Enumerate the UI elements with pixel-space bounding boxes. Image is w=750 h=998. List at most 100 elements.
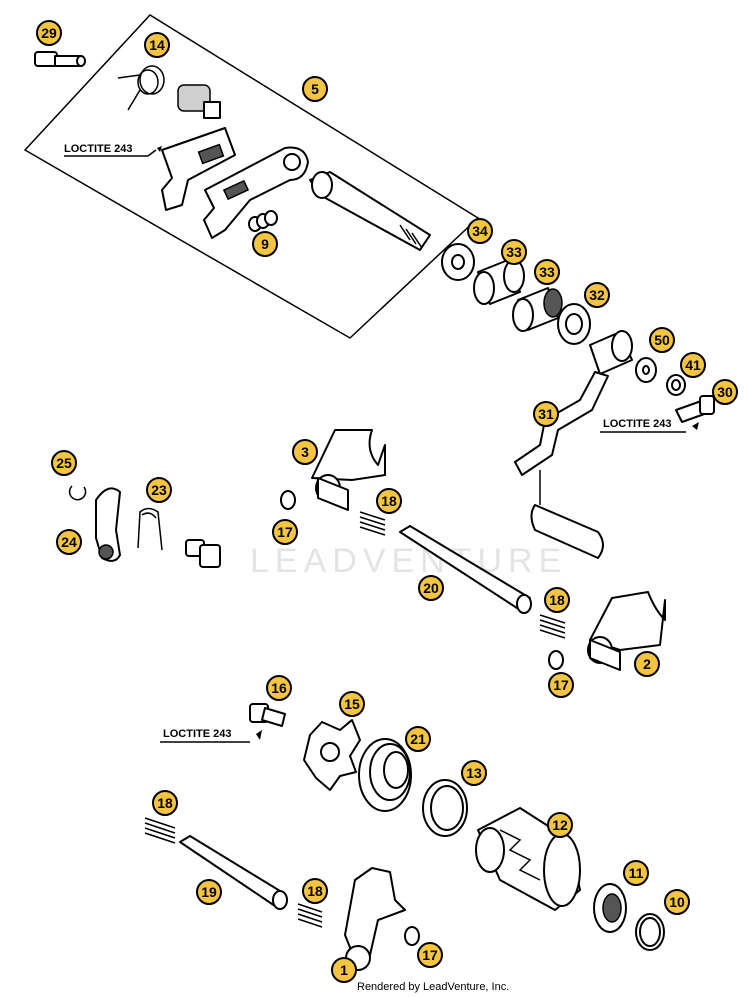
callout-9-label: 9 bbox=[261, 236, 269, 252]
callout-13: 13 bbox=[461, 760, 487, 786]
callout-18-lower-left-circle bbox=[152, 790, 178, 816]
callout-18-lower-right-label: 18 bbox=[307, 883, 323, 899]
roller-17-middle bbox=[548, 650, 564, 670]
fork-rod-19 bbox=[179, 835, 288, 910]
callout-23-label: 23 bbox=[151, 482, 167, 498]
shift-fork-2 bbox=[587, 591, 666, 671]
shift-shaft bbox=[309, 171, 431, 251]
callout-17-middle-circle bbox=[548, 672, 574, 698]
callout-18-middle-circle bbox=[544, 587, 570, 613]
callout-25-label: 25 bbox=[56, 455, 72, 471]
callout-12-circle bbox=[547, 812, 573, 838]
callout-25-circle bbox=[51, 450, 77, 476]
callout-24-circle bbox=[56, 529, 82, 555]
callout-24: 24 bbox=[56, 529, 82, 555]
callout-1-label: 1 bbox=[340, 962, 348, 978]
callout-29-circle bbox=[36, 20, 62, 46]
fork-rod-20 bbox=[399, 525, 532, 614]
spring-18-lower-right bbox=[297, 903, 323, 928]
callout-20-label: 20 bbox=[423, 580, 439, 596]
callout-2-circle bbox=[634, 651, 660, 677]
callout-11-circle bbox=[623, 860, 649, 886]
detent-bolt bbox=[185, 539, 221, 568]
callout-33-lower-label: 33 bbox=[539, 264, 555, 280]
roller-17-upper bbox=[280, 490, 296, 510]
callout-50-circle bbox=[649, 327, 675, 353]
callout-30: 30 bbox=[712, 379, 738, 405]
callout-13-label: 13 bbox=[466, 765, 482, 781]
callout-18-lower-left-label: 18 bbox=[157, 795, 173, 811]
callout-33-upper-label: 33 bbox=[506, 244, 522, 260]
callout-17-lower-label: 17 bbox=[422, 947, 438, 963]
callout-16: 16 bbox=[266, 675, 292, 701]
spring-23 bbox=[137, 507, 163, 551]
callout-18-lower-right-circle bbox=[302, 878, 328, 904]
washer-32-part bbox=[557, 303, 591, 345]
loctite-text-bottom: LOCTITE 243 bbox=[163, 728, 231, 740]
spring-18-upper bbox=[359, 511, 386, 536]
callout-9: 9 bbox=[252, 231, 278, 257]
callout-3-label: 3 bbox=[301, 444, 309, 460]
callout-12-label: 12 bbox=[552, 817, 568, 833]
bushing-33-part bbox=[473, 259, 525, 305]
callout-1: 1 bbox=[331, 957, 357, 983]
callout-41: 41 bbox=[680, 352, 706, 378]
callout-30-label: 30 bbox=[717, 384, 733, 400]
callout-2: 2 bbox=[634, 651, 660, 677]
callout-18-lower-left: 18 bbox=[152, 790, 178, 816]
bolt-29 bbox=[34, 51, 86, 67]
callout-29-label: 29 bbox=[41, 25, 57, 41]
callout-50: 50 bbox=[649, 327, 675, 353]
callout-41-label: 41 bbox=[685, 357, 701, 373]
callout-17-lower: 17 bbox=[417, 942, 443, 968]
callout-17-upper-label: 17 bbox=[277, 524, 293, 540]
callout-13-circle bbox=[461, 760, 487, 786]
callout-15: 15 bbox=[339, 691, 365, 717]
callout-20: 20 bbox=[418, 575, 444, 601]
callout-31: 31 bbox=[533, 401, 559, 427]
callout-10-label: 10 bbox=[669, 894, 685, 910]
washer-50-part bbox=[635, 357, 657, 383]
shift-lever bbox=[203, 146, 309, 239]
callout-23: 23 bbox=[146, 477, 172, 503]
callout-14-circle bbox=[144, 32, 170, 58]
bolt-16-part bbox=[249, 703, 286, 727]
callout-19-label: 19 bbox=[201, 884, 217, 900]
callout-17-upper-circle bbox=[272, 519, 298, 545]
callout-10-circle bbox=[664, 889, 690, 915]
kickstart-lever-31 bbox=[514, 330, 633, 559]
callout-34-label: 34 bbox=[472, 223, 488, 239]
callout-31-circle bbox=[533, 401, 559, 427]
callout-31-label: 31 bbox=[538, 406, 554, 422]
callout-11-label: 11 bbox=[629, 865, 644, 881]
shift-fork-1 bbox=[344, 867, 406, 971]
callout-21-label: 21 bbox=[410, 731, 426, 747]
callout-10: 10 bbox=[664, 889, 690, 915]
guide-bolt bbox=[177, 84, 221, 119]
callout-18-upper-circle bbox=[376, 488, 402, 514]
credit-line: Rendered by LeadVenture, Inc. bbox=[357, 981, 509, 993]
callout-18-middle: 18 bbox=[544, 587, 570, 613]
loctite-label-top: LOCTITE 243 bbox=[64, 143, 162, 157]
loctite-text-top: LOCTITE 243 bbox=[64, 143, 132, 155]
lever-24 bbox=[95, 487, 121, 562]
star-cam-15 bbox=[303, 719, 361, 791]
callout-3-circle bbox=[292, 439, 318, 465]
watermark: LEADVENTURE bbox=[250, 542, 567, 580]
callout-1-circle bbox=[331, 957, 357, 983]
callout-11: 11 bbox=[623, 860, 649, 886]
callout-17-lower-circle bbox=[417, 942, 443, 968]
lockwasher-41-part bbox=[666, 374, 686, 396]
spring-14 bbox=[117, 65, 165, 111]
callout-5-circle bbox=[302, 76, 328, 102]
callout-41-circle bbox=[680, 352, 706, 378]
callout-32-circle bbox=[584, 282, 610, 308]
loctite-text-right: LOCTITE 243 bbox=[603, 418, 671, 430]
callout-29: 29 bbox=[36, 20, 62, 46]
roller-17-lower bbox=[404, 926, 420, 946]
bearing-33-part bbox=[512, 287, 563, 332]
washers-9 bbox=[248, 210, 278, 232]
callout-21: 21 bbox=[405, 726, 431, 752]
loctite-label-right: LOCTITE 243 bbox=[600, 418, 699, 433]
callout-14-label: 14 bbox=[149, 37, 165, 53]
